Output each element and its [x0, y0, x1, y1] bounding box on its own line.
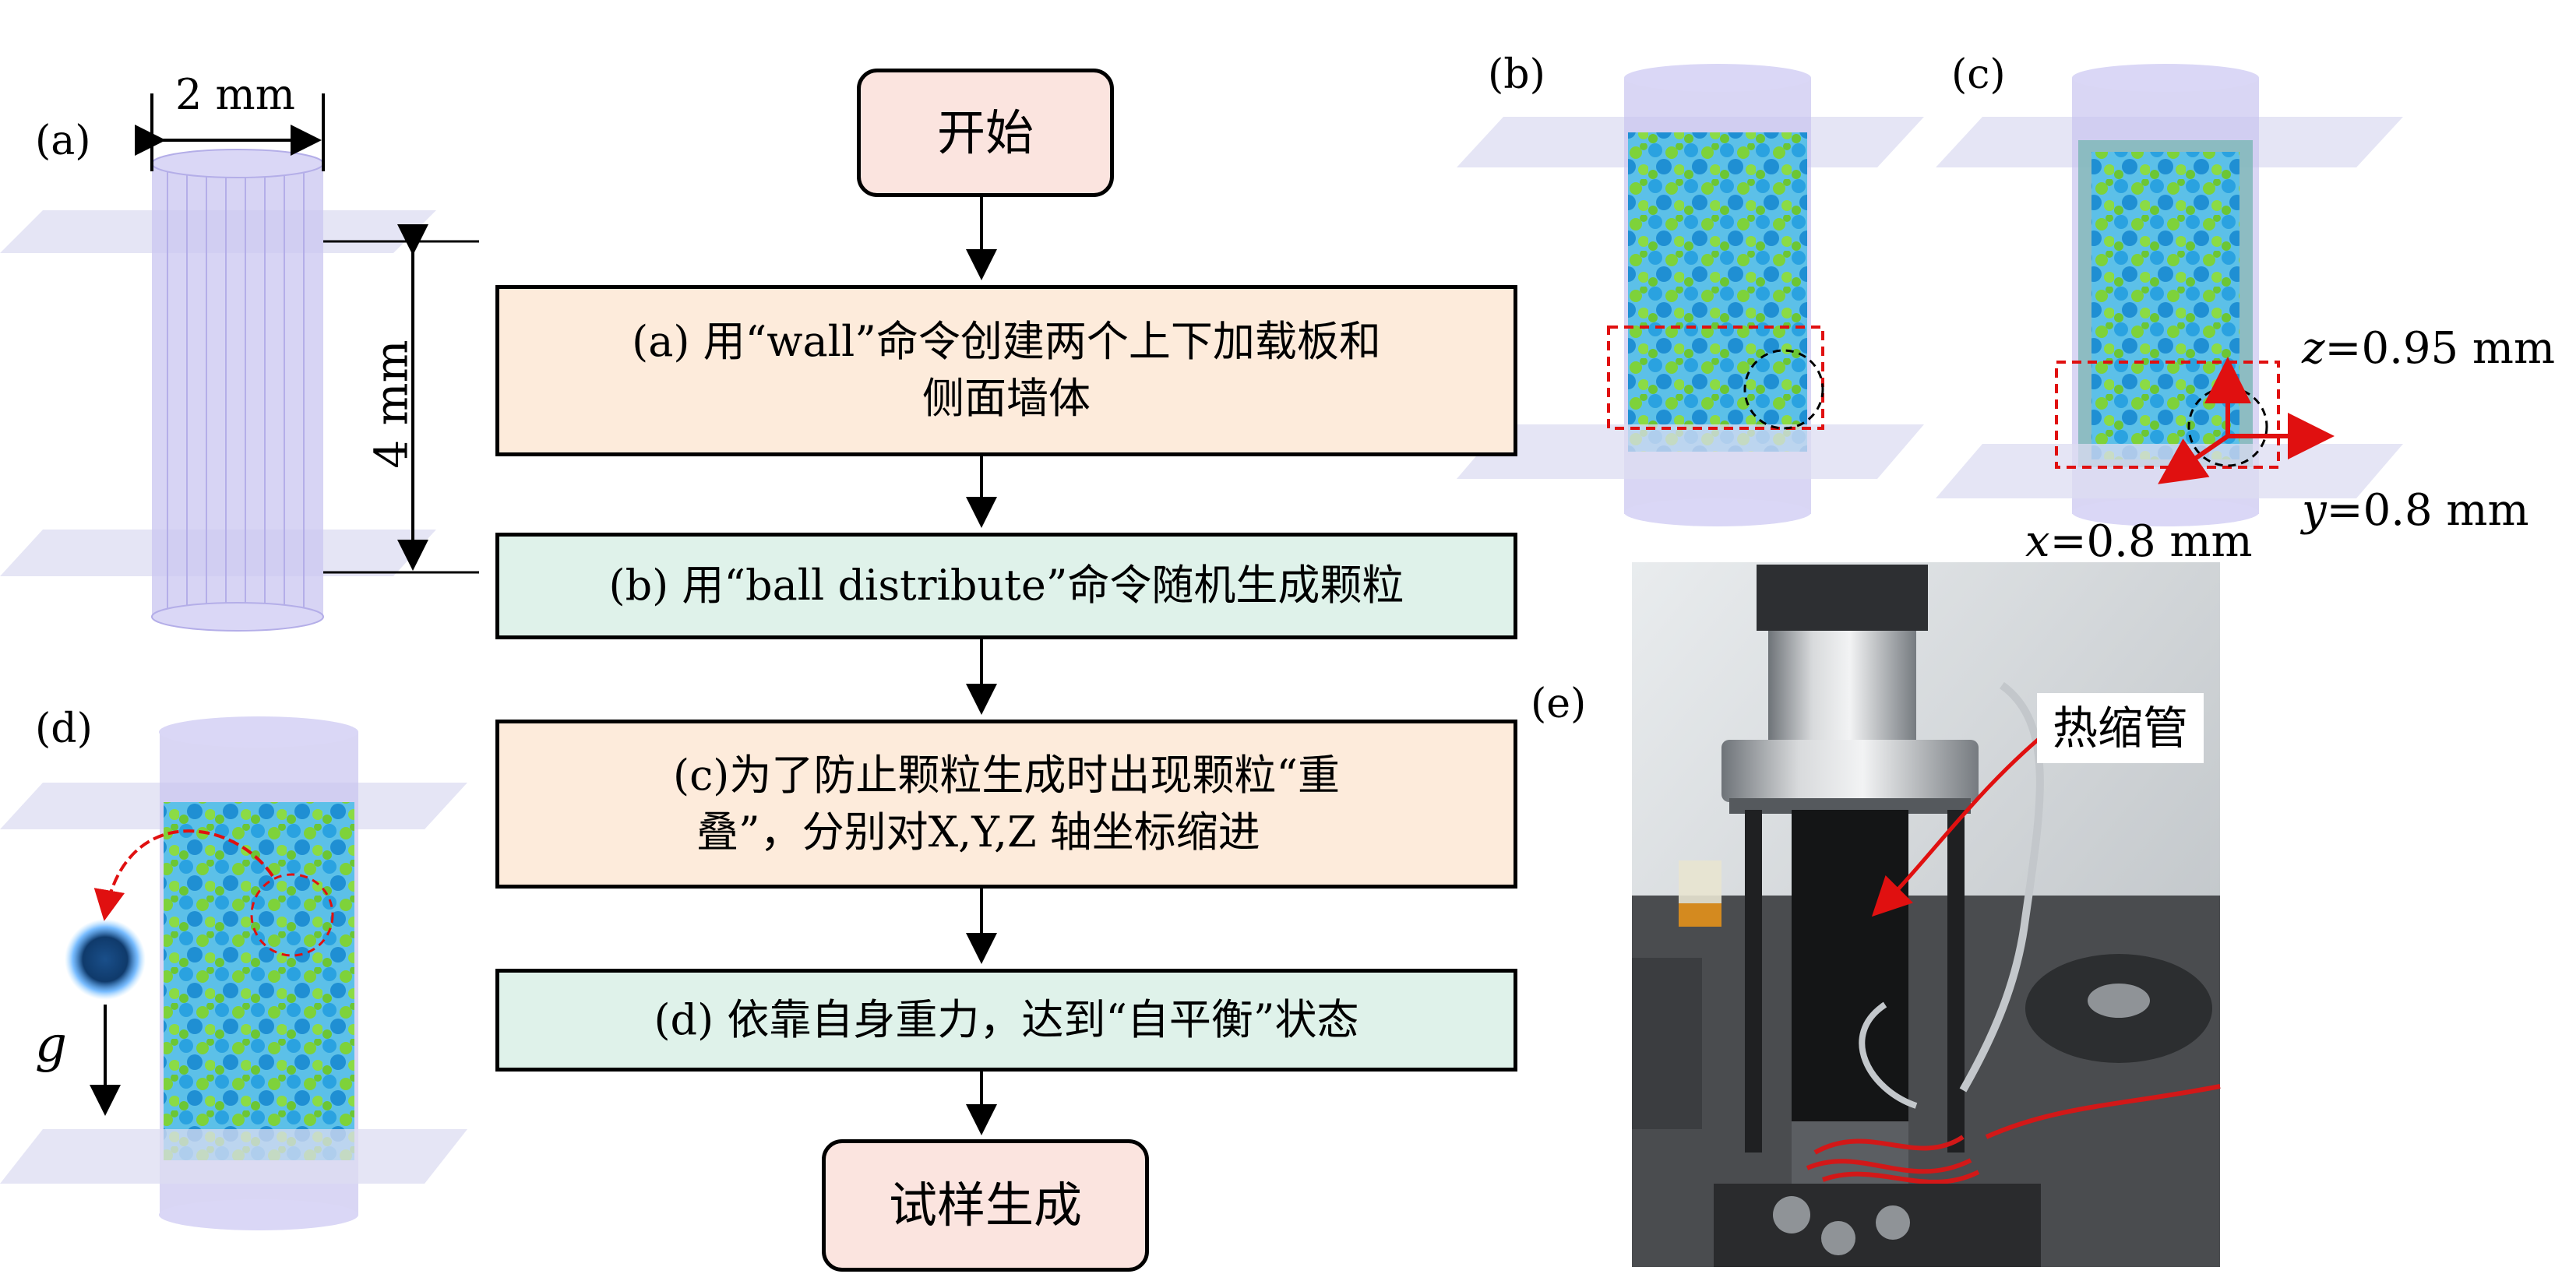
flow-step-c-line2: 叠”，分别对X,Y,Z 轴坐标缩进 — [696, 807, 1260, 857]
flow-step-b-box: (b) 用“ball distribute”命令随机生成颗粒 — [495, 533, 1517, 639]
flow-step-a-text: (a) 用“wall”命令创建两个上下加载板和 侧面墙体 — [613, 314, 1400, 428]
flow-end-box: 试样生成 — [822, 1139, 1149, 1272]
flow-step-c-box: (c)为了防止颗粒生成时出现颗粒“重 叠”，分别对X,Y,Z 轴坐标缩进 — [495, 720, 1517, 889]
flow-step-a-box: (a) 用“wall”命令创建两个上下加载板和 侧面墙体 — [495, 285, 1517, 456]
y-offset-label: y=0.8 mm — [2302, 485, 2529, 536]
flow-step-c-line1: (c)为了防止颗粒生成时出现颗粒“重 — [673, 750, 1340, 800]
panel-c-specimen — [1936, 64, 2403, 526]
heat-shrink-tube-callout: 热缩管 — [2037, 693, 2204, 763]
panel-label-b: (b) — [1488, 51, 1545, 98]
gravity-label: g — [35, 1016, 67, 1074]
panel-b-specimen — [1457, 64, 1924, 526]
panel-label-d: (d) — [35, 706, 93, 752]
flow-step-b-text: (b) 用“ball distribute”命令随机生成颗粒 — [608, 561, 1404, 611]
panel-e-photo — [1632, 562, 2221, 1267]
z-offset-label: z=0.95 mm — [2302, 323, 2556, 374]
panel-label-c: (c) — [1951, 51, 2006, 98]
flow-step-a-line2: 侧面墙体 — [922, 374, 1091, 423]
panel-d-specimen — [0, 716, 467, 1230]
flow-step-c-text: (c)为了防止颗粒生成时出现颗粒“重 叠”，分别对X,Y,Z 轴坐标缩进 — [654, 748, 1358, 861]
flow-end-text: 试样生成 — [888, 1177, 1082, 1234]
flow-start-box: 开始 — [857, 69, 1114, 197]
flow-step-d-box: (d) 依靠自身重力，达到“自平衡”状态 — [495, 969, 1517, 1072]
height-dimension-label: 4 mm — [365, 340, 418, 469]
width-dimension-label: 2 mm — [175, 70, 295, 119]
panel-label-e: (e) — [1531, 681, 1587, 727]
panel-label-a: (a) — [35, 118, 91, 164]
flow-start-text: 开始 — [936, 104, 1034, 161]
x-offset-label: x=0.8 mm — [2025, 516, 2253, 567]
flow-step-a-line1: (a) 用“wall”命令创建两个上下加载板和 — [632, 317, 1381, 367]
flow-step-d-text: (d) 依靠自身重力，达到“自平衡”状态 — [654, 994, 1359, 1044]
panel-a-cylinder — [0, 93, 479, 632]
